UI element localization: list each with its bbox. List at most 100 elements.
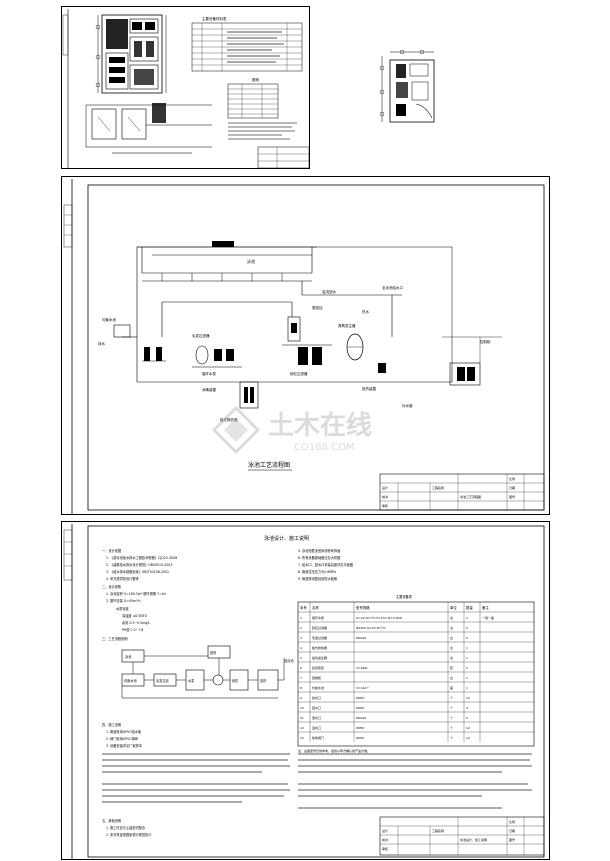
table-cell: 砂缸过滤器: [312, 625, 327, 630]
note-line: 五、其他说明: [102, 818, 121, 823]
right-notes: 5. 泳池池壁池底采用瓷砖饰面 6. 所有设备基础做法见大样图 7. 给水口、回…: [298, 548, 353, 581]
block-flow-diagram: 泳池 均衡水池 毛发过滤 水泵 砂缸 加热 投药 回泳池: [121, 645, 294, 699]
table-cell: 1: [466, 666, 468, 670]
note-line: 三、工艺流程说明: [102, 636, 128, 641]
sheet-1-legend: 图例: [227, 77, 279, 119]
tb2-project-label: 工程名称: [432, 485, 444, 490]
table-cell: 毛发过滤器: [312, 635, 327, 640]
paragraph-text-block: [102, 753, 532, 809]
table-cell: 1: [466, 686, 468, 690]
table-cell: 个: [450, 736, 453, 740]
sheet-2-title-block: 设计 校对 审核 工程名称 泳池工艺流程图 比例 日期 图号: [379, 473, 545, 511]
table-cell: 台: [450, 615, 453, 620]
sheet-1-drawing: 主要设备材料表 图例: [62, 9, 310, 169]
table-header-cell: 名称: [312, 605, 319, 610]
note-line: 2. 《建筑给水排水设计规范》GB50015-2003: [106, 562, 172, 567]
flow-block-tank: 均衡水池: [124, 678, 138, 683]
label-hot-water: 热水: [362, 309, 370, 314]
table-header-cell: 备注: [482, 605, 489, 610]
label-makeup: 补水管: [402, 403, 413, 408]
tb2-scale: 比例: [509, 476, 515, 481]
tb2-sheet-no: 图号: [509, 494, 515, 499]
table-cell: 4: [466, 706, 468, 710]
sand-filters: 砂缸过滤器: [282, 316, 332, 376]
equip-table-title: 主要设备表: [396, 594, 413, 599]
flow-block-return: 回泳池: [284, 658, 294, 663]
sheet-3-heading: 泳池设计、施工说明: [264, 535, 309, 542]
tb3-project-label: 工程名称: [432, 828, 444, 833]
table-cell: 13: [300, 736, 304, 740]
table-cell: 给水口: [312, 695, 321, 700]
table-header-cell: 数量: [466, 605, 473, 610]
note-line: 8. 管道试压压力为0.6MPa: [298, 569, 336, 574]
table-cell: 台: [450, 645, 453, 650]
note-line: 2. 循环流量 Q=45m³/h: [106, 598, 141, 603]
table-cell: 10: [300, 706, 304, 710]
table-cell: 臭氧发生器: [312, 655, 327, 660]
process-flow-diagram: 泳池 溢流回水 均衡水池: [63, 179, 545, 514]
drawing-sheet-3: 泳池设计、施工说明 一、设计依据 1. 《游泳池给水排水工程技术规程》CJJ12…: [61, 521, 550, 860]
design-notes-sheet: 泳池设计、施工说明 一、设计依据 1. 《游泳池给水排水工程技术规程》CJJ12…: [63, 524, 545, 859]
table-cell: 1: [466, 656, 468, 660]
sheet-1-title-block: [257, 146, 310, 169]
balance-tank: 均衡水池: [102, 317, 166, 362]
label-circ-pump: 循环水泵: [202, 371, 216, 376]
table-cell: 泄水口: [312, 715, 321, 720]
note-line: 余氯 0.3~0.5mg/L: [122, 620, 150, 625]
label-heater: 板式换热器: [220, 417, 238, 422]
table-cell: 个: [450, 696, 453, 700]
watermark-diamond-icon: [211, 405, 261, 455]
note-line: 3. 设备安装详见厂家样本: [106, 743, 143, 748]
table-cell: V=100L: [356, 666, 368, 670]
table-cell: 投药装置: [312, 665, 324, 670]
label-drain: 排水: [98, 341, 105, 346]
label-disinfection: 消毒装置: [202, 387, 216, 392]
table-cell: 2: [300, 626, 302, 630]
table-cell: 个: [450, 726, 453, 730]
flow-block-heat: 加热: [260, 678, 267, 683]
ozone-dosing: 臭氧发生器 投药装置 至泳池给水口: [338, 285, 403, 391]
plant-room-plan: [95, 14, 167, 94]
label-ozone: 臭氧发生器: [338, 323, 356, 328]
table-cell: 台: [450, 625, 453, 630]
table-cell: 11: [300, 716, 304, 720]
note-line: 水质标准: [116, 606, 130, 611]
table-header-cell: 序号: [300, 605, 307, 610]
left-notes: 一、设计依据 1. 《游泳池给水排水工程技术规程》CJJ122-2008 2. …: [102, 548, 177, 837]
watermark: 土木在线 CO188.COM: [208, 400, 418, 460]
flow-block-sand: 砂缸: [232, 678, 239, 683]
note-line: 1. 泳池容积 V=165.3m³ 循环周期 T=4h: [106, 591, 166, 596]
table-cell: 12: [300, 726, 304, 730]
table-header-cell: 单位: [450, 605, 457, 610]
table-cell: V=12m³: [356, 686, 369, 690]
flow-block-pump: 水泵: [188, 678, 195, 683]
sheet-1-legend-title: 图例: [252, 77, 260, 82]
table-cell: DN50: [356, 706, 364, 710]
tb3-approver: 审核: [382, 846, 388, 851]
table-cell: 溢水口: [312, 725, 321, 730]
table-cell: 个: [450, 706, 453, 710]
circulation-pumps: 毛发过滤器 循环水泵: [192, 333, 242, 376]
note-line: 5. 泳池池壁池底采用瓷砖饰面: [298, 548, 340, 553]
table-cell: DN100: [356, 636, 366, 640]
note-line: 3. 《给水排水制图标准》GB/T50106-2001: [106, 569, 169, 574]
watermark-url: CO188.COM: [294, 442, 355, 453]
table-cell: 台: [450, 655, 453, 660]
label-control: 控制柜: [480, 339, 491, 344]
sheet-2-drawing-title: 泳池工艺流程图: [248, 461, 290, 469]
note-line: PH值 7.0~7.8: [122, 627, 143, 632]
table-cell: 1: [300, 616, 302, 620]
table-cell: 套: [450, 665, 453, 670]
note-line: 一、设计依据: [102, 548, 122, 553]
table-cell: 1: [466, 676, 468, 680]
label-hair-filter: 毛发过滤器: [192, 333, 210, 338]
table-cell: 5: [300, 656, 302, 660]
label-dosing: 投药装置: [362, 386, 376, 391]
table-header-cell: 型号规格: [356, 605, 370, 610]
tb3-drawing-name: 泳池设计、施工说明: [460, 837, 487, 842]
table-cell: Φ1200 Q=22.5m³/h: [356, 626, 386, 630]
table-cell: 板式换热器: [312, 645, 327, 650]
label-pool: 泳池: [247, 258, 255, 264]
sheet-1-table-title: 主要设备材料表: [202, 16, 227, 21]
table-cell: 2: [466, 636, 468, 640]
